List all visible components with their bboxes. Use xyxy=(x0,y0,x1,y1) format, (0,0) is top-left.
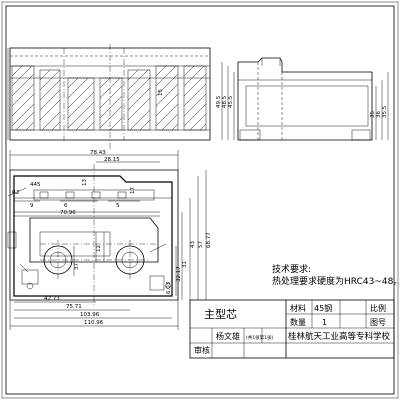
scale-label: 比例 xyxy=(370,303,386,313)
material-label: 材料 xyxy=(290,303,306,313)
dim-38-5: 35.5 xyxy=(382,105,388,118)
tech-line-1: 热处理要求硬度为HRC43~48。 xyxy=(272,275,400,287)
qty-label: 数量 xyxy=(290,317,306,327)
dim-43: 43 xyxy=(190,241,196,248)
qty-value: 1 xyxy=(322,318,327,327)
dim-r2: R2 xyxy=(12,190,19,196)
dim-12: 12 xyxy=(96,245,102,252)
tech-heading: 技术要求: xyxy=(272,263,311,275)
dim-42-73: 42.73 xyxy=(44,296,60,302)
dim-35: 35 xyxy=(370,111,376,118)
sheet-info: (共1张第1张) xyxy=(246,334,273,341)
dim-9: 9 xyxy=(30,203,34,209)
dim-75-71: 75.71 xyxy=(66,304,82,310)
dim-48-5: 48.5 xyxy=(222,95,228,108)
dim-68-77: 68.77 xyxy=(206,232,212,248)
reviewer-label: 审核 xyxy=(194,345,210,355)
main-view xyxy=(7,150,207,330)
dim-36: 36 xyxy=(376,111,382,118)
dim-57: 57 xyxy=(198,241,204,248)
side-view-right xyxy=(221,57,389,141)
school-name: 桂林航天工业高等专科学校 xyxy=(288,331,391,342)
dim-445: 445 xyxy=(30,182,41,188)
dim-15: 15 xyxy=(158,89,164,96)
dim-70-96: 70.96 xyxy=(60,210,76,216)
dim-37: 37 xyxy=(74,263,80,270)
dim-5: 5 xyxy=(116,203,120,209)
designer-name: 杨文雄 xyxy=(216,331,240,341)
dim-17: 17 xyxy=(130,187,136,194)
dim-6-03: 6.03 xyxy=(166,281,172,294)
material-value: 45钢 xyxy=(314,303,332,313)
title-block: 主型芯 材料 45钢 比例 数量 1 图号 杨文雄 (共1张第1张) 审核 桂林… xyxy=(189,299,395,359)
hatch-blocks xyxy=(11,65,207,131)
dim-45-5: 45.5 xyxy=(228,95,234,108)
inner-frame xyxy=(5,5,395,395)
dimension-texts: 78.43 28.15 13 17 9 445 70.96 6 5 42.73 … xyxy=(12,89,388,326)
dim-6: 6 xyxy=(64,203,68,209)
section-view-top xyxy=(7,44,211,150)
dim-78-43: 78.43 xyxy=(90,150,106,156)
dim-28-15: 28.15 xyxy=(104,157,120,163)
dim-49-5: 49.5 xyxy=(216,95,222,108)
dim-110-96: 110.96 xyxy=(84,320,104,326)
dim-32-17: 32.17 xyxy=(176,266,182,282)
technical-requirements: 技术要求: 热处理要求硬度为HRC43~48。 xyxy=(272,263,400,287)
dim-13: 13 xyxy=(82,179,88,186)
drawing-no-label: 图号 xyxy=(370,318,386,327)
dim-31: 31 xyxy=(182,261,188,268)
part-name: 主型芯 xyxy=(204,307,237,321)
dim-103-96: 103.96 xyxy=(80,312,100,318)
